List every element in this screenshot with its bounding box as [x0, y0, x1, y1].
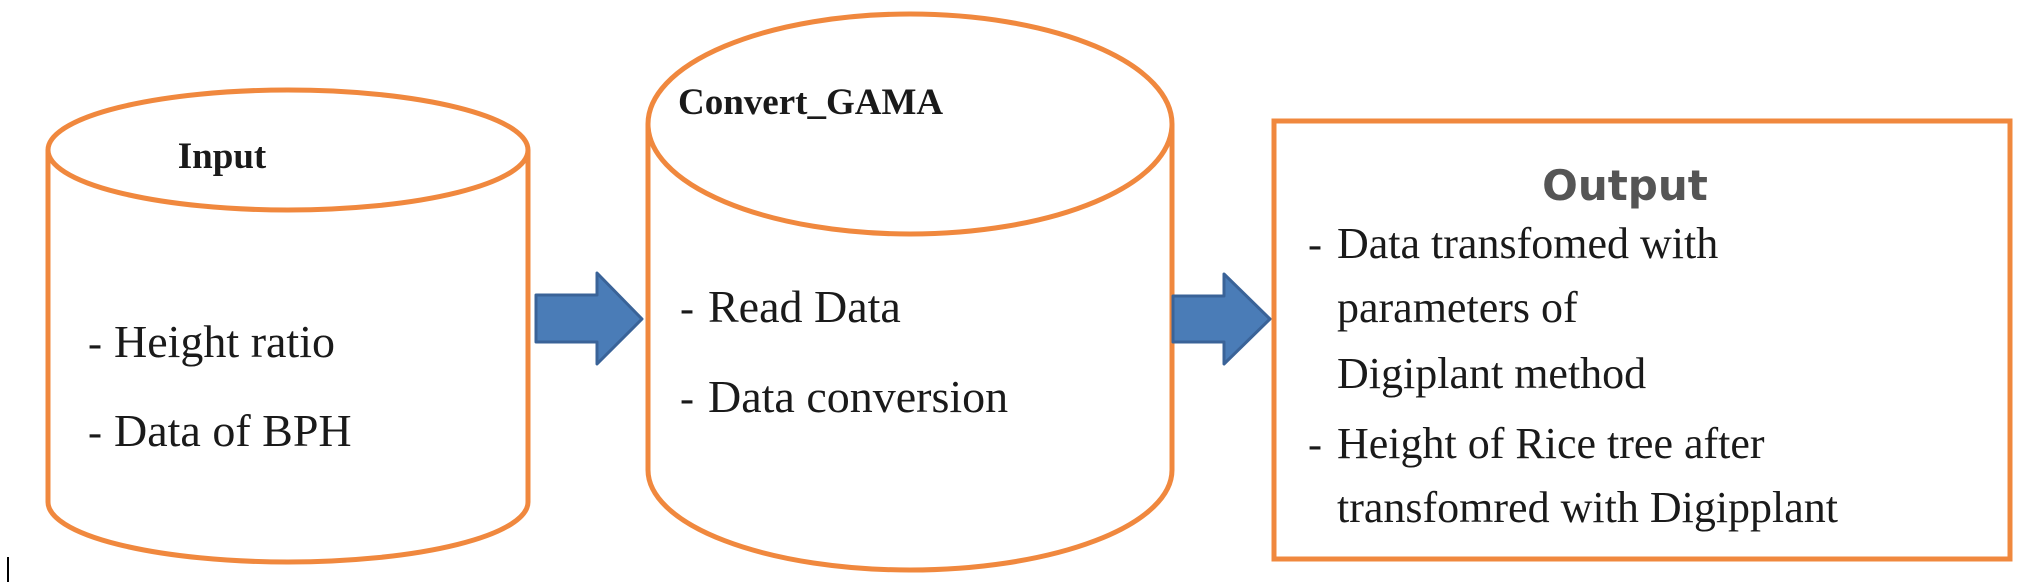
- convert-title: Convert_GAMA: [678, 82, 943, 123]
- convert-bullet-2: -: [680, 376, 694, 422]
- convert-gama-cylinder: [645, 11, 1175, 573]
- input-title: Input: [178, 136, 267, 177]
- input-cylinder: [45, 87, 531, 565]
- output-bullet-2: -: [1308, 422, 1322, 468]
- input-item-data-of-bph: Data of BPH: [114, 405, 352, 456]
- input-cylinder-top: [45, 87, 531, 213]
- output-box: [1271, 118, 2013, 562]
- output-item2-line1: Height of Rice tree after: [1337, 419, 1765, 468]
- output-title: Output: [1542, 161, 1708, 210]
- output-bullet-1: -: [1308, 222, 1322, 268]
- input-item-height-ratio: Height ratio: [114, 316, 335, 367]
- convert-item-data-conversion: Data conversion: [708, 371, 1008, 422]
- convert-item-read-data: Read Data: [708, 281, 901, 332]
- convert-cylinder-body: [645, 124, 1175, 573]
- convert-cylinder-top: [645, 11, 1175, 237]
- output-item1-line1: Data transfomed with: [1337, 219, 1718, 268]
- output-item1-line3: Digiplant method: [1337, 349, 1646, 398]
- input-bullet-1: -: [88, 321, 102, 367]
- input-bullet-2: -: [88, 410, 102, 456]
- input-cylinder-body: [45, 150, 531, 565]
- arrow-convert-to-output: [1171, 272, 1272, 366]
- convert-bullet-1: -: [680, 286, 694, 332]
- output-item1-line2: parameters of: [1337, 283, 1578, 332]
- output-item2-line2: transfomred with Digipplant: [1337, 483, 1838, 532]
- arrow-input-to-convert: [534, 271, 644, 366]
